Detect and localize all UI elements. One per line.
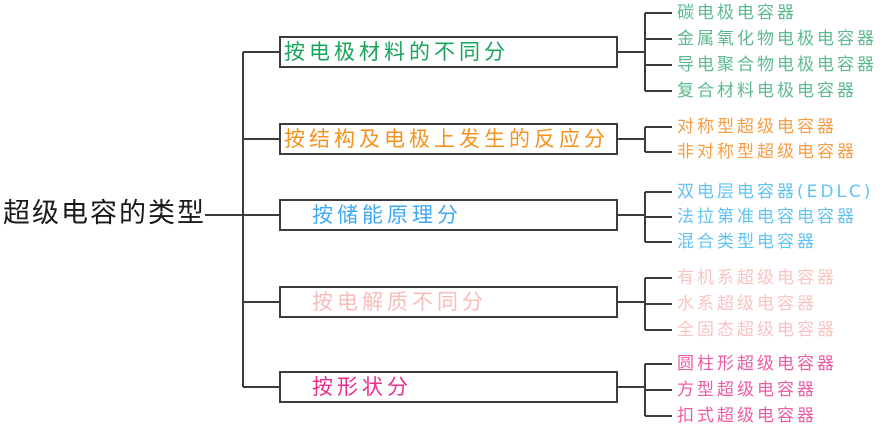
leaf-label: 水系超级电容器 <box>677 294 817 314</box>
leaf-label: 混合类型电容器 <box>677 232 817 252</box>
leaf-label: 金属氧化物电极电容器 <box>677 29 877 49</box>
leaf-label: 碳电极电容器 <box>677 3 797 23</box>
category-box <box>279 371 618 403</box>
category-label-energy-storage-principle: 按储能原理分 <box>312 203 462 227</box>
leaf-label: 双电层电容器(EDLC) <box>677 182 874 202</box>
leaf-label: 圆柱形超级电容器 <box>677 354 837 374</box>
root-label: 超级电容的类型 <box>3 198 206 229</box>
leaf-label: 法拉第准电容电容器 <box>677 207 857 227</box>
leaf-label: 全固态超级电容器 <box>677 320 837 340</box>
category-label-structure-reaction: 按结构及电极上发生的反应分 <box>284 127 609 151</box>
leaf-label: 有机系超级电容器 <box>677 268 837 288</box>
leaf-label: 对称型超级电容器 <box>677 117 837 137</box>
category-box <box>279 199 618 231</box>
category-label-shape: 按形状分 <box>312 375 412 399</box>
leaf-label: 导电聚合物电极电容器 <box>677 55 877 75</box>
leaf-label: 扣式超级电容器 <box>677 406 817 426</box>
leaf-label: 方型超级电容器 <box>677 380 817 400</box>
category-box <box>279 36 618 68</box>
leaf-label: 非对称型超级电容器 <box>677 142 857 162</box>
leaf-label: 复合材料电极电容器 <box>677 81 857 101</box>
category-label-electrolyte: 按电解质不同分 <box>312 290 487 314</box>
category-label-electrode-material: 按电极材料的不同分 <box>284 40 509 64</box>
category-box <box>279 123 618 155</box>
category-box <box>279 286 618 318</box>
